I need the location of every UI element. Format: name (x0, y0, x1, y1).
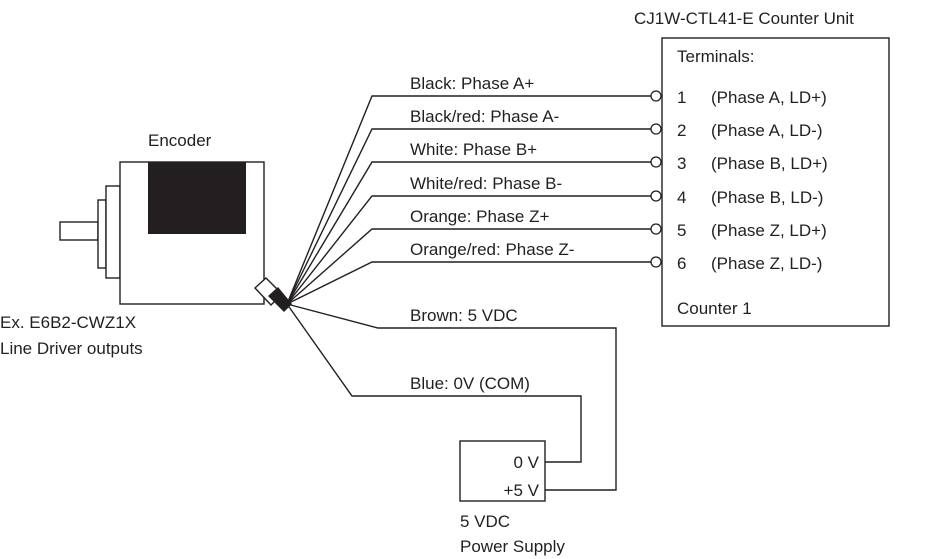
wire-label-blue: Blue: 0V (COM) (410, 374, 530, 393)
wire-label-5: Orange: Phase Z+ (410, 207, 549, 226)
terminal-1-number: 1 (677, 88, 686, 107)
encoder-shaft (59, 221, 99, 241)
terminal-2-function: (Phase A, LD-) (711, 121, 823, 140)
wire-phase-b-plus (286, 161, 656, 305)
terminal-6-function: (Phase Z, LD-) (711, 254, 822, 273)
wire-label-brown: Brown: 5 VDC (410, 306, 518, 325)
power-wires (286, 303, 617, 491)
wire-label-4: White/red: Phase B- (410, 174, 562, 193)
terminal-5-point (650, 223, 662, 235)
wire-phase-z-plus (286, 228, 656, 305)
encoder-cable-bundle (268, 287, 292, 312)
wire-brown-5vdc (286, 303, 617, 491)
power-supply-5v-terminal: +5 V (504, 481, 540, 500)
signal-wires (286, 95, 656, 305)
terminal-1-function: (Phase A, LD+) (711, 88, 827, 107)
power-supply-box (459, 440, 546, 502)
encoder-title: Encoder (148, 131, 212, 150)
terminal-6-number: 6 (677, 254, 686, 273)
wire-label-3: White: Phase B+ (410, 140, 537, 159)
terminal-2-number: 2 (677, 121, 686, 140)
encoder-drawing (59, 161, 292, 312)
terminal-3-number: 3 (677, 154, 686, 173)
encoder-front-plate (105, 185, 121, 279)
encoder-model: Ex. E6B2-CWZ1X (0, 313, 136, 332)
wire-label-6: Orange/red: Phase Z- (410, 240, 574, 259)
counter-unit-title: CJ1W-CTL41-E Counter Unit (634, 9, 854, 28)
wire-phase-z-minus (286, 261, 656, 305)
terminal-6-point (650, 256, 662, 268)
terminal-3-point (650, 156, 662, 168)
encoder-output-type: Line Driver outputs (0, 339, 143, 358)
terminal-3-function: (Phase B, LD+) (711, 154, 828, 173)
terminal-4-number: 4 (677, 188, 686, 207)
wire-phase-a-minus (286, 128, 656, 305)
wire-label-2: Black/red: Phase A- (410, 107, 559, 126)
terminals-header: Terminals: (677, 47, 754, 66)
wire-phase-b-minus (286, 195, 656, 305)
terminal-2-point (650, 123, 662, 135)
terminal-5-number: 5 (677, 221, 686, 240)
terminal-4-function: (Phase B, LD-) (711, 188, 823, 207)
wire-label-1: Black: Phase A+ (410, 74, 534, 93)
terminal-1-point (650, 90, 662, 102)
terminal-points (650, 90, 662, 268)
terminal-4-point (650, 190, 662, 202)
counter-unit-box (661, 37, 890, 327)
wire-blue-0v (286, 303, 582, 463)
power-supply-label-line2: Power Supply (460, 537, 565, 556)
power-supply-0v-terminal: 0 V (513, 453, 539, 472)
encoder-label-panel (148, 162, 246, 234)
encoder-flange (97, 199, 107, 269)
terminal-5-function: (Phase Z, LD+) (711, 221, 827, 240)
wire-phase-a-plus (286, 95, 656, 305)
counter-label: Counter 1 (677, 299, 752, 318)
power-supply-label-line1: 5 VDC (460, 512, 510, 531)
